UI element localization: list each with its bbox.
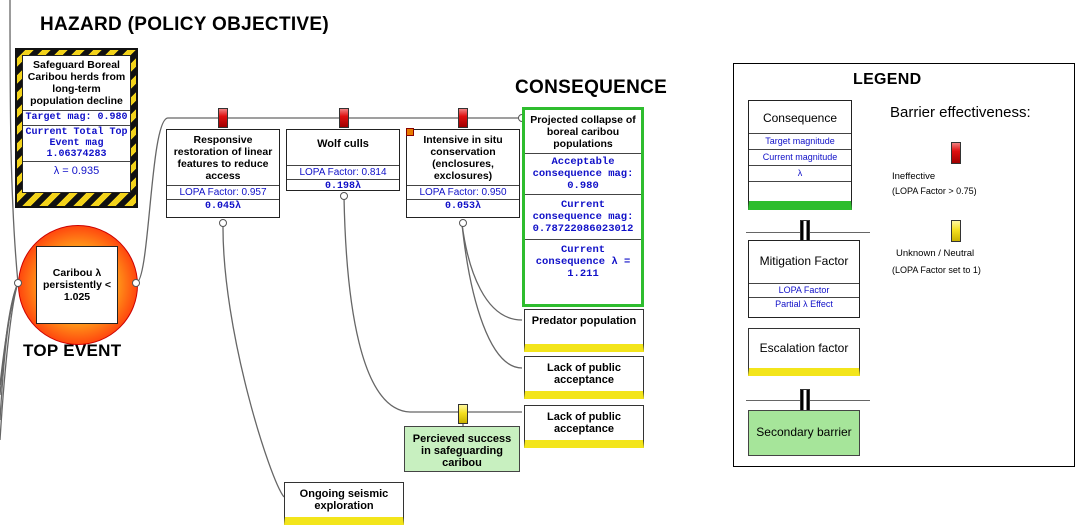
escalation-factor-public-acceptance[interactable]: Lack of public acceptance	[524, 405, 644, 448]
legend-partial-effect: Partial λ Effect	[749, 297, 859, 311]
escalation-label: Predator population	[531, 315, 637, 327]
escalation-label: Lack of public acceptance	[547, 411, 621, 435]
legend-ineffective-note: (LOPA Factor > 0.75)	[892, 186, 977, 196]
top-event-box: Caribou λ persistently < 1.025	[36, 246, 118, 324]
connector-node	[340, 192, 348, 200]
barrier-lambda-effect: 0.045λ	[167, 199, 279, 213]
consequence-title: Projected collapse of boreal caribou pop…	[530, 114, 636, 150]
barrier-effectiveness-tab	[339, 108, 349, 128]
escalation-factor-seismic[interactable]: Ongoing seismic exploration	[284, 482, 404, 525]
connector-node	[219, 219, 227, 227]
legend-black-tab	[800, 389, 810, 411]
escalation-label: Ongoing seismic exploration	[299, 488, 389, 512]
consequence-heading: CONSEQUENCE	[515, 77, 668, 98]
legend-current-magnitude: Current magnitude	[749, 149, 851, 165]
top-event-label: Caribou λ persistently < 1.025	[43, 267, 111, 303]
connector-node	[14, 279, 22, 287]
legend-heading: LEGEND	[853, 71, 922, 88]
legend-consequence-sample: Consequence Target magnitude Current mag…	[748, 100, 852, 210]
legend-red-tab	[951, 142, 961, 164]
legend-consequence-label: Consequence	[762, 111, 838, 125]
mitigation-barrier-conservation[interactable]: Intensive in situ conservation (enclosur…	[406, 129, 520, 218]
hazard-heading: HAZARD (POLICY OBJECTIVE)	[40, 14, 330, 35]
legend-barrier-effectiveness: Barrier effectiveness:	[890, 104, 1031, 121]
legend-target-magnitude: Target magnitude	[749, 133, 851, 149]
legend-lopa-factor: LOPA Factor	[749, 283, 859, 297]
legend-black-tab	[800, 220, 810, 242]
barrier-effectiveness-tab	[458, 404, 468, 424]
consequence-current-lambda: Current consequence λ = 1.211	[525, 239, 641, 284]
secondary-barrier[interactable]: Percieved success in safeguarding caribo…	[404, 426, 520, 472]
mitigation-barrier-restoration[interactable]: Responsive restoration of linear feature…	[166, 129, 280, 218]
barrier-effectiveness-tab	[458, 108, 468, 128]
legend-unknown: Unknown / Neutral	[896, 248, 975, 259]
barrier-effectiveness-tab	[218, 108, 228, 128]
connector-node	[459, 219, 467, 227]
escalation-label: Lack of public acceptance	[547, 362, 621, 386]
hazard-current-total: Current Total Top Event mag 1.06374283	[23, 125, 130, 161]
legend-mitigation-sample: Mitigation Factor LOPA Factor Partial λ …	[748, 240, 860, 318]
consequence-acceptable-mag: Acceptable consequence mag: 0.980	[525, 153, 641, 194]
escalation-factor-public-acceptance[interactable]: Lack of public acceptance	[524, 356, 644, 399]
barrier-lambda-effect: 0.053λ	[407, 199, 519, 213]
consequence-box[interactable]: Projected collapse of boreal caribou pop…	[522, 107, 644, 307]
legend-escalation-label: Escalation factor	[759, 341, 849, 355]
barrier-title: Intensive in situ conservation (enclosur…	[423, 134, 503, 182]
mitigation-barrier-wolf-culls[interactable]: Wolf culls LOPA Factor: 0.814 0.198λ	[286, 129, 400, 193]
hazard-box[interactable]: Safeguard Boreal Caribou herds from long…	[15, 48, 138, 208]
hazard-lambda: λ = 0.935	[23, 161, 130, 180]
barrier-lopa-factor: LOPA Factor: 0.814	[287, 165, 399, 179]
legend-mitigation-label: Mitigation Factor	[759, 254, 849, 268]
legend-lambda: λ	[749, 165, 851, 181]
barrier-lopa-factor: LOPA Factor: 0.950	[407, 185, 519, 199]
legend-escalation-sample: Escalation factor	[748, 328, 860, 376]
legend-unknown-note: (LOPA Factor set to 1)	[892, 265, 981, 275]
legend-panel: LEGEND Consequence Target magnitude Curr…	[733, 63, 1075, 467]
warning-marker-icon	[406, 128, 414, 136]
legend-secondary-label: Secondary barrier	[756, 425, 852, 439]
secondary-barrier-label: Percieved success in safeguarding caribo…	[412, 433, 512, 469]
hazard-target-mag: Target mag: 0.980	[23, 110, 130, 125]
barrier-lambda-effect: 0.198λ	[287, 179, 399, 193]
escalation-factor-predator[interactable]: Predator population	[524, 309, 644, 352]
barrier-title: Responsive restoration of linear feature…	[173, 134, 273, 182]
barrier-lopa-factor: LOPA Factor: 0.957	[167, 185, 279, 199]
top-event-heading: TOP EVENT	[23, 341, 122, 360]
barrier-title: Wolf culls	[317, 138, 369, 150]
consequence-current-mag: Current consequence mag: 0.7872208602301…	[525, 194, 641, 239]
legend-yellow-tab	[951, 220, 961, 242]
connector-node	[132, 279, 140, 287]
legend-ineffective: Ineffective	[892, 171, 936, 182]
hazard-title: Safeguard Boreal Caribou herds from long…	[27, 59, 126, 107]
legend-secondary-sample: Secondary barrier	[748, 410, 860, 456]
